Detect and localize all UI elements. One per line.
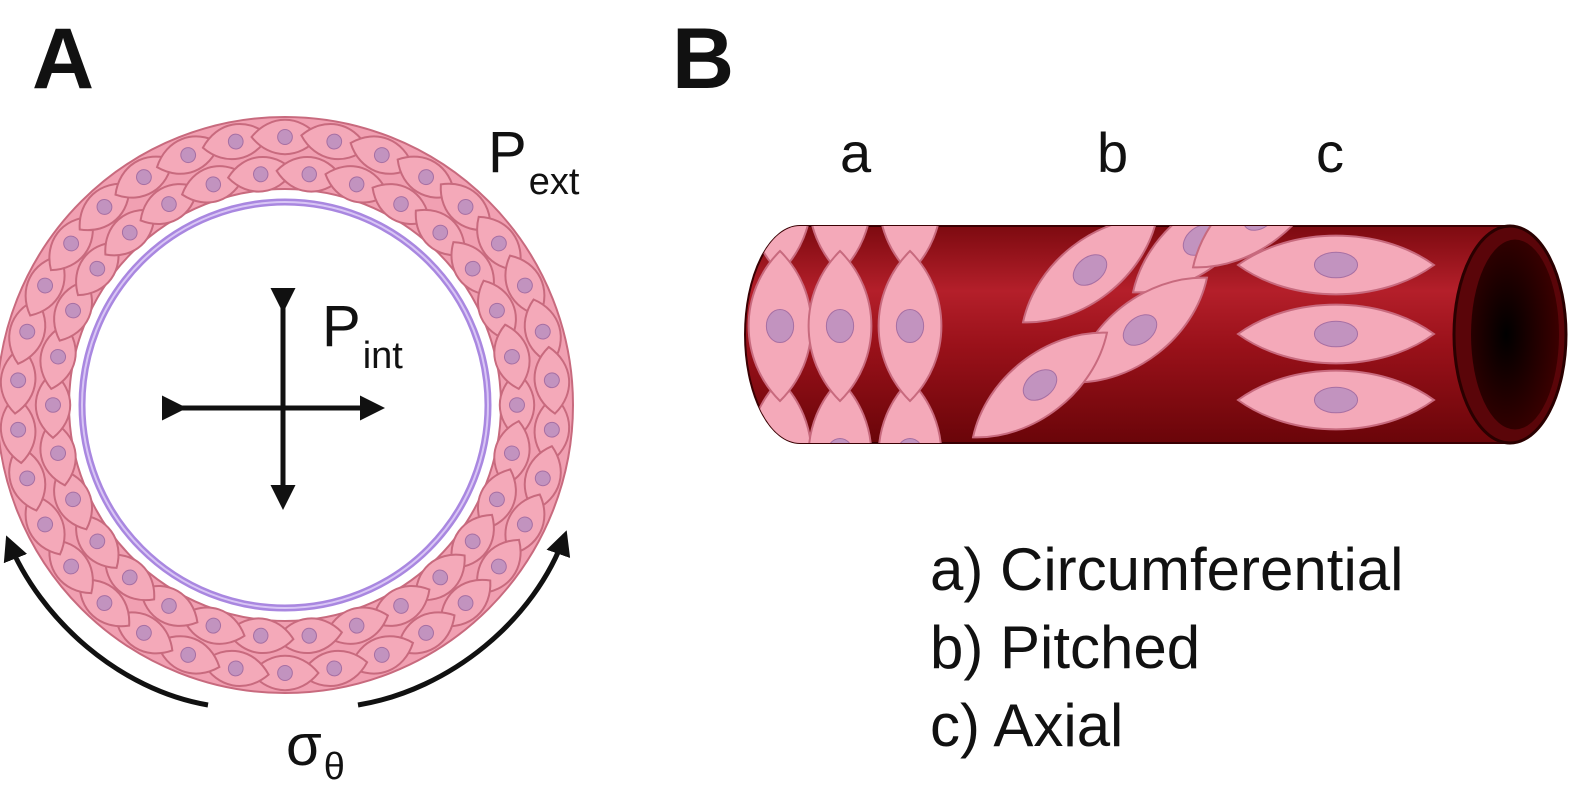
- smooth-muscle-cell: [0, 395, 37, 465]
- axial-cell: [1236, 303, 1436, 365]
- axial-cell: [1236, 369, 1436, 431]
- pitched-cells: [971, 226, 1329, 439]
- smooth-muscle-cell: [349, 135, 415, 175]
- hoop-stress-arrows: [3, 530, 571, 708]
- axial-cells: [1236, 234, 1436, 431]
- smooth-muscle-cell: [493, 419, 531, 487]
- circumferential-cell: [877, 378, 943, 443]
- circumferential-cell: [807, 378, 873, 443]
- panel-b: B a b c a) Circumferential b) Pitched c)…: [672, 11, 1568, 759]
- panel-a: A Pint Pext σθ: [0, 11, 580, 788]
- smooth-muscle-cell: [300, 122, 369, 161]
- circumferential-cells: [747, 226, 943, 443]
- hoop-arrow-right: [357, 530, 571, 708]
- legend-item-circumferential: a) Circumferential: [930, 536, 1403, 603]
- hoop-stress-label: σθ: [286, 713, 345, 788]
- panel-b-label: B: [672, 11, 734, 107]
- vessel-wall-ring: [0, 116, 574, 694]
- legend-item-pitched: b) Pitched: [930, 614, 1200, 681]
- hoop-arrow-left: [3, 535, 209, 708]
- smooth-muscle-cell: [275, 617, 344, 654]
- pitched-cell: [1071, 276, 1209, 384]
- region-label-b: b: [1097, 121, 1128, 184]
- internal-pressure-label: Pint: [322, 294, 403, 377]
- circumferential-cell: [747, 249, 813, 403]
- smooth-muscle-cell: [533, 345, 570, 415]
- axial-cell: [1236, 234, 1436, 296]
- smooth-muscle-cell: [39, 323, 77, 391]
- smooth-muscle-cell: [493, 323, 531, 391]
- region-label-a: a: [840, 121, 872, 184]
- tube-opening: [1471, 239, 1559, 430]
- smooth-muscle-cell: [39, 419, 77, 487]
- orientation-legend: a) Circumferential b) Pitched c) Axial: [930, 536, 1403, 759]
- external-pressure-label: Pext: [488, 120, 580, 203]
- legend-item-axial: c) Axial: [930, 692, 1123, 759]
- pitched-cell: [1021, 226, 1159, 324]
- circumferential-cell: [807, 249, 873, 403]
- region-label-c: c: [1316, 121, 1344, 184]
- smooth-muscle-cell: [250, 118, 320, 156]
- pitched-cell: [971, 331, 1109, 439]
- outer-wall-edge: [0, 116, 574, 694]
- smooth-muscle-cell: [201, 122, 270, 161]
- smooth-muscle-cell: [523, 444, 562, 512]
- smooth-muscle-cell: [275, 156, 344, 193]
- smooth-muscle-cell: [533, 395, 570, 465]
- internal-pressure-arrows: [162, 288, 385, 510]
- smooth-muscle-cells: [0, 118, 570, 692]
- panel-a-label: A: [32, 11, 94, 107]
- vessel-tube: [744, 224, 1568, 445]
- lumen-ring-highlight: [81, 201, 489, 609]
- smooth-muscle-cell: [226, 156, 295, 193]
- circumferential-cell: [877, 249, 943, 403]
- smooth-muscle-cell: [250, 654, 320, 692]
- pitched-cell: [1191, 226, 1329, 269]
- smooth-muscle-cell: [201, 649, 270, 688]
